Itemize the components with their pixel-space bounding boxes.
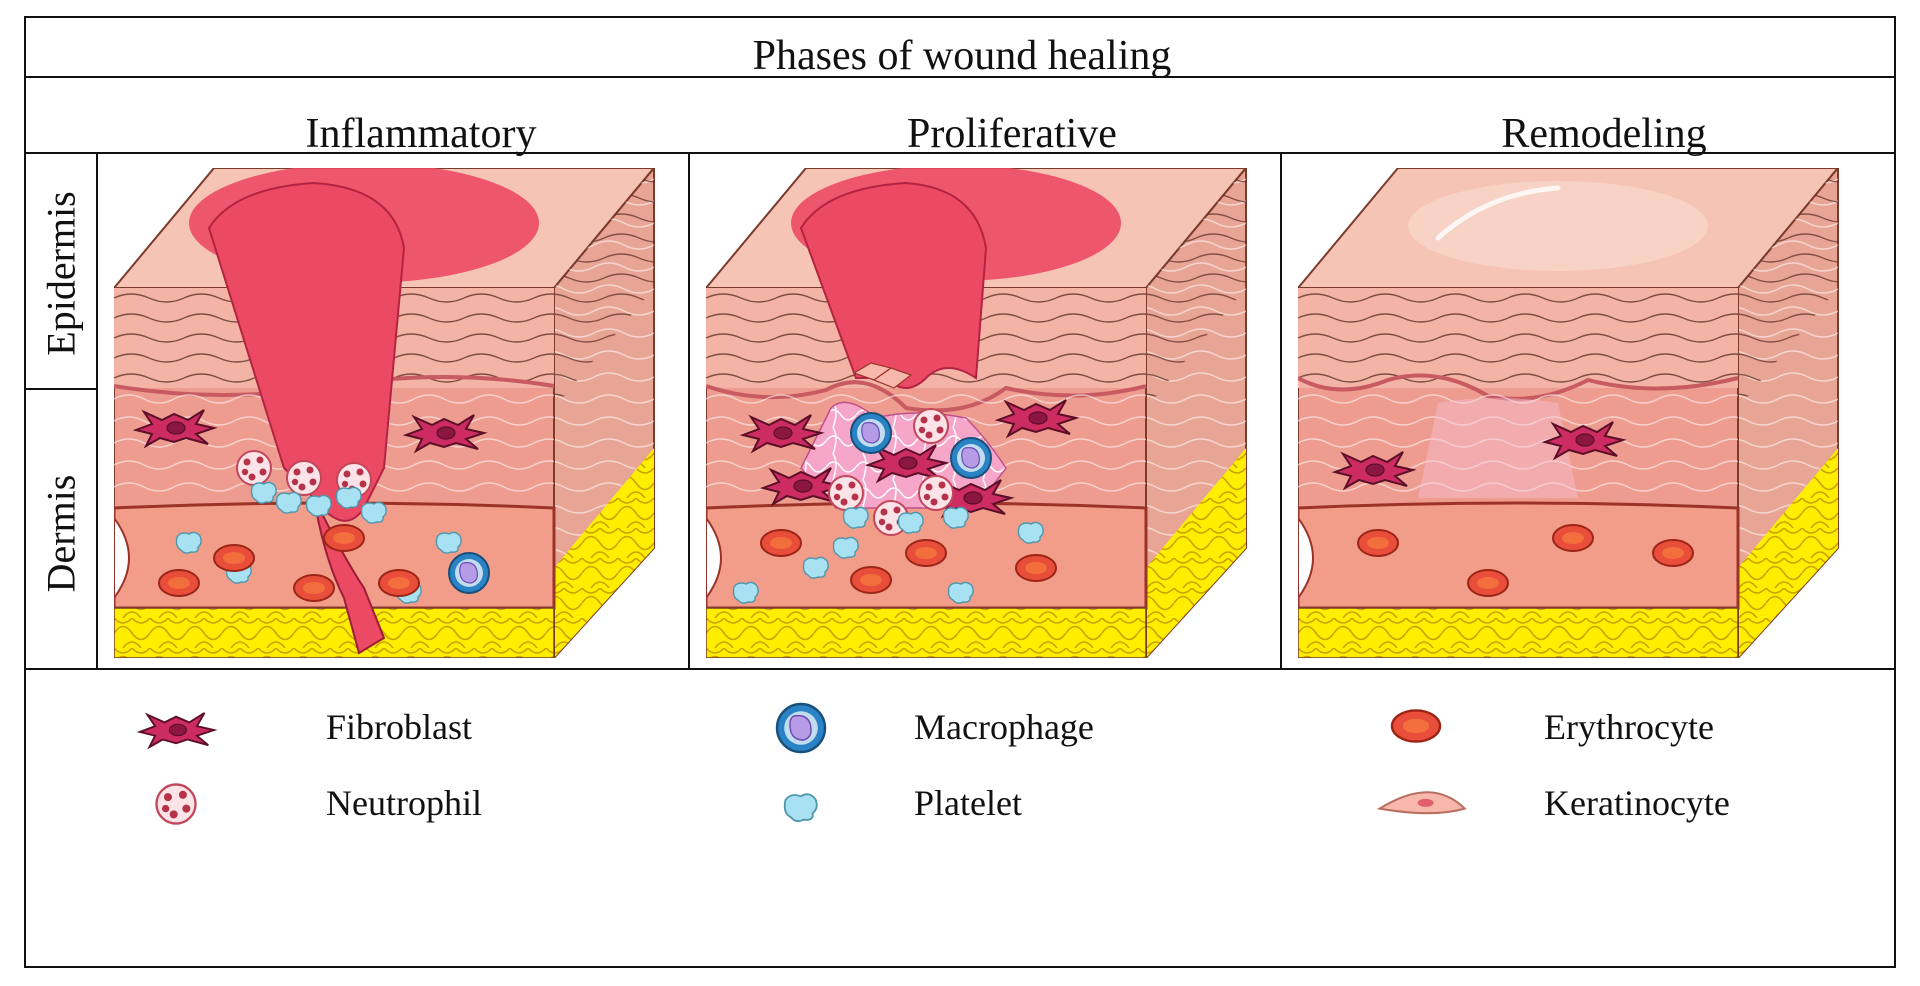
phase-label-proliferative: Proliferative <box>907 111 1117 157</box>
fibroblast-icon <box>138 711 215 749</box>
neutrophil-icon <box>155 783 197 825</box>
keratinocyte-icon <box>1378 791 1466 815</box>
legend-label-macrophage: Macrophage <box>914 707 1094 747</box>
phase-label-inflammatory: Inflammatory <box>305 111 537 157</box>
panel-divider-2 <box>1280 152 1282 670</box>
layer-label-epidermis: Epidermis <box>38 191 84 356</box>
layer-divider <box>26 388 98 390</box>
header-divider <box>26 152 1894 154</box>
figure-title: Phases of wound healing <box>752 33 1172 79</box>
inflammatory-skin-block <box>114 168 656 658</box>
legend-label-platelet: Platelet <box>914 783 1022 823</box>
phase-label-remodeling: Remodeling <box>1501 111 1707 157</box>
panel-divider-1 <box>688 152 690 670</box>
legend-label-neutrophil: Neutrophil <box>326 783 482 823</box>
remodeling-skin-block <box>1298 168 1840 658</box>
platelet-icon <box>783 793 818 823</box>
title-divider <box>26 76 1894 78</box>
proliferative-skin-block <box>706 168 1248 658</box>
layer-column-divider <box>96 152 98 670</box>
erythrocyte-icon <box>1390 709 1442 743</box>
legend-divider <box>26 668 1894 670</box>
macrophage-icon <box>775 702 827 754</box>
legend-label-fibroblast: Fibroblast <box>326 707 473 747</box>
wound-healing-figure: Phases of wound healing Inflammatory Pro… <box>24 16 1896 968</box>
legend-label-keratinocyte: Keratinocyte <box>1544 783 1730 823</box>
legend-label-erythrocyte: Erythrocyte <box>1544 707 1714 747</box>
layer-label-dermis: Dermis <box>38 474 84 593</box>
